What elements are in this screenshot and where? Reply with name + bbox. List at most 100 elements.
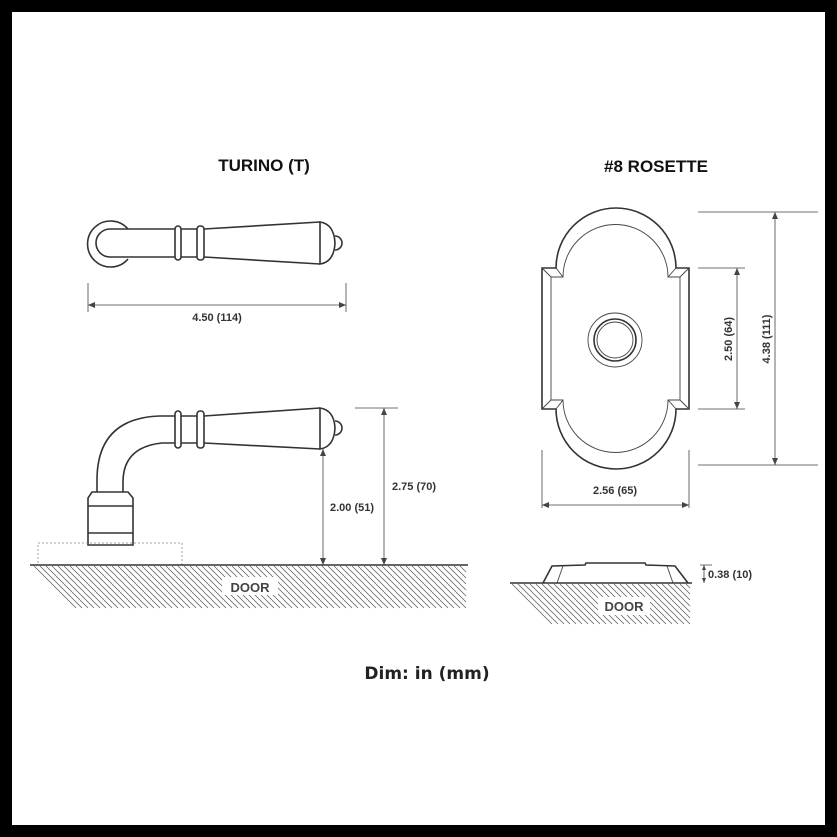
hatch-line: [547, 583, 589, 625]
units-note: Dim: in (mm): [364, 664, 489, 684]
hatch-line: [51, 565, 95, 609]
hatch-line: [297, 565, 341, 609]
hatch-line: [267, 565, 311, 609]
hatch-line: [535, 583, 577, 625]
turino-door-label: DOOR: [231, 580, 271, 595]
hatch-line: [333, 565, 377, 609]
door-hatching: [33, 565, 467, 609]
rosette-front-view: [541, 207, 690, 470]
hatch-line: [93, 565, 137, 609]
hatch-line: [649, 583, 691, 625]
hatch-line: [33, 565, 77, 609]
hatch-line: [291, 565, 335, 609]
hatch-line: [679, 583, 691, 595]
rosette-door-label: DOOR: [605, 599, 645, 614]
hatch-line: [399, 565, 443, 609]
length-dimension: 4.50 (114): [87, 283, 347, 324]
hatch-line: [523, 583, 565, 625]
hatch-line: [327, 565, 371, 609]
hatch-line: [273, 565, 317, 609]
hatch-line: [183, 565, 227, 609]
hatch-line: [123, 565, 167, 609]
hatch-line: [117, 565, 161, 609]
hatch-line: [435, 565, 467, 597]
hatch-line: [441, 565, 467, 591]
hatch-line: [673, 583, 691, 601]
hatch-line: [541, 583, 583, 625]
rosette-dimensions: 2.50 (64) 4.38 (111) 2.56 (65): [541, 211, 818, 508]
hatch-line: [321, 565, 365, 609]
hatch-line: [369, 565, 413, 609]
hatch-line: [153, 565, 197, 609]
turino-title: TURINO (T): [218, 156, 310, 175]
hatch-line: [667, 583, 691, 607]
hatch-line: [411, 565, 455, 609]
hatch-line: [279, 565, 323, 609]
lever-side-view: [37, 407, 343, 566]
hatch-line: [387, 565, 431, 609]
hatch-line: [63, 565, 107, 609]
hatch-line: [159, 565, 203, 609]
hatch-line: [517, 583, 559, 625]
height-2-75-label: 2.75 (70): [392, 481, 436, 493]
hatch-line: [147, 565, 191, 609]
hatch-line: [309, 565, 353, 609]
hatch-line: [351, 565, 395, 609]
hatch-line: [303, 565, 347, 609]
hatch-line: [559, 583, 601, 625]
projection-label: 0.38 (10): [708, 569, 752, 581]
hatch-line: [141, 565, 185, 609]
hatch-line: [363, 565, 407, 609]
hatch-line: [571, 583, 613, 625]
hatch-line: [339, 565, 383, 609]
hatch-line: [459, 565, 467, 573]
hatch-line: [315, 565, 359, 609]
hatch-line: [655, 583, 691, 619]
height-2-00-label: 2.00 (51): [330, 502, 374, 514]
hatch-line: [195, 565, 239, 609]
hatch-line: [57, 565, 101, 609]
hatch-line: [429, 565, 467, 603]
hatch-line: [631, 583, 673, 625]
hatch-line: [565, 583, 607, 625]
turino-height-dimensions: 2.00 (51) 2.75 (70): [320, 407, 436, 565]
inner-height-label: 2.50 (64): [723, 317, 735, 361]
hatch-line: [39, 565, 83, 609]
drawing-background: [12, 12, 825, 825]
hatch-line: [81, 565, 125, 609]
hatch-line: [261, 565, 305, 609]
hatch-line: [99, 565, 143, 609]
hatch-line: [529, 583, 571, 625]
hatch-line: [417, 565, 461, 609]
hatch-line: [453, 565, 467, 579]
hatch-line: [87, 565, 131, 609]
hatch-line: [111, 565, 155, 609]
width-label: 2.56 (65): [593, 485, 637, 497]
hatch-line: [381, 565, 425, 609]
door-hatching: [511, 583, 691, 625]
overall-height-label: 4.38 (111): [761, 314, 773, 363]
hatch-line: [357, 565, 401, 609]
hatch-line: [661, 583, 691, 613]
hatch-line: [393, 565, 437, 609]
hatch-line: [129, 565, 173, 609]
hatch-line: [105, 565, 149, 609]
turino-door: DOOR: [30, 564, 468, 609]
hatch-line: [405, 565, 449, 609]
hatch-line: [685, 583, 691, 589]
rosette-side-view: 0.38 (10) DOOR: [510, 562, 752, 625]
rosette-title: #8 ROSETTE: [604, 157, 708, 176]
hatch-line: [171, 565, 215, 609]
hatch-line: [135, 565, 179, 609]
length-dim-label: 4.50 (114): [192, 312, 242, 324]
hatch-line: [345, 565, 389, 609]
hatch-line: [177, 565, 221, 609]
hatch-line: [553, 583, 595, 625]
hatch-line: [637, 583, 679, 625]
hatch-line: [511, 583, 553, 625]
hatch-line: [75, 565, 119, 609]
hatch-line: [45, 565, 89, 609]
hatch-line: [189, 565, 233, 609]
hatch-line: [447, 565, 467, 585]
